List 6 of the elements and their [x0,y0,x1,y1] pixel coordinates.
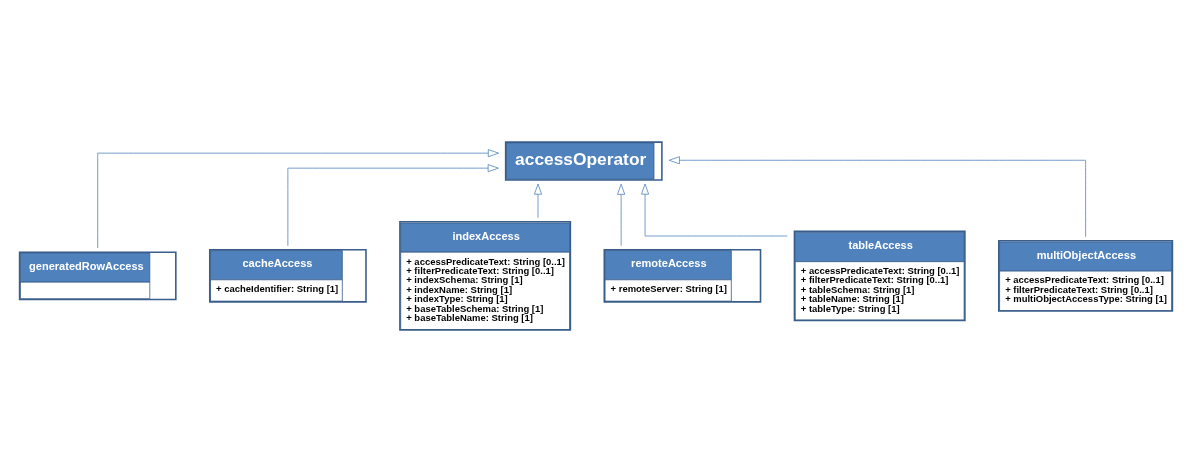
arrow [97,149,499,249]
arrow [668,156,1086,238]
arrow [641,183,788,237]
arrow [287,164,499,247]
arrow [617,183,626,247]
arrow [534,183,542,219]
